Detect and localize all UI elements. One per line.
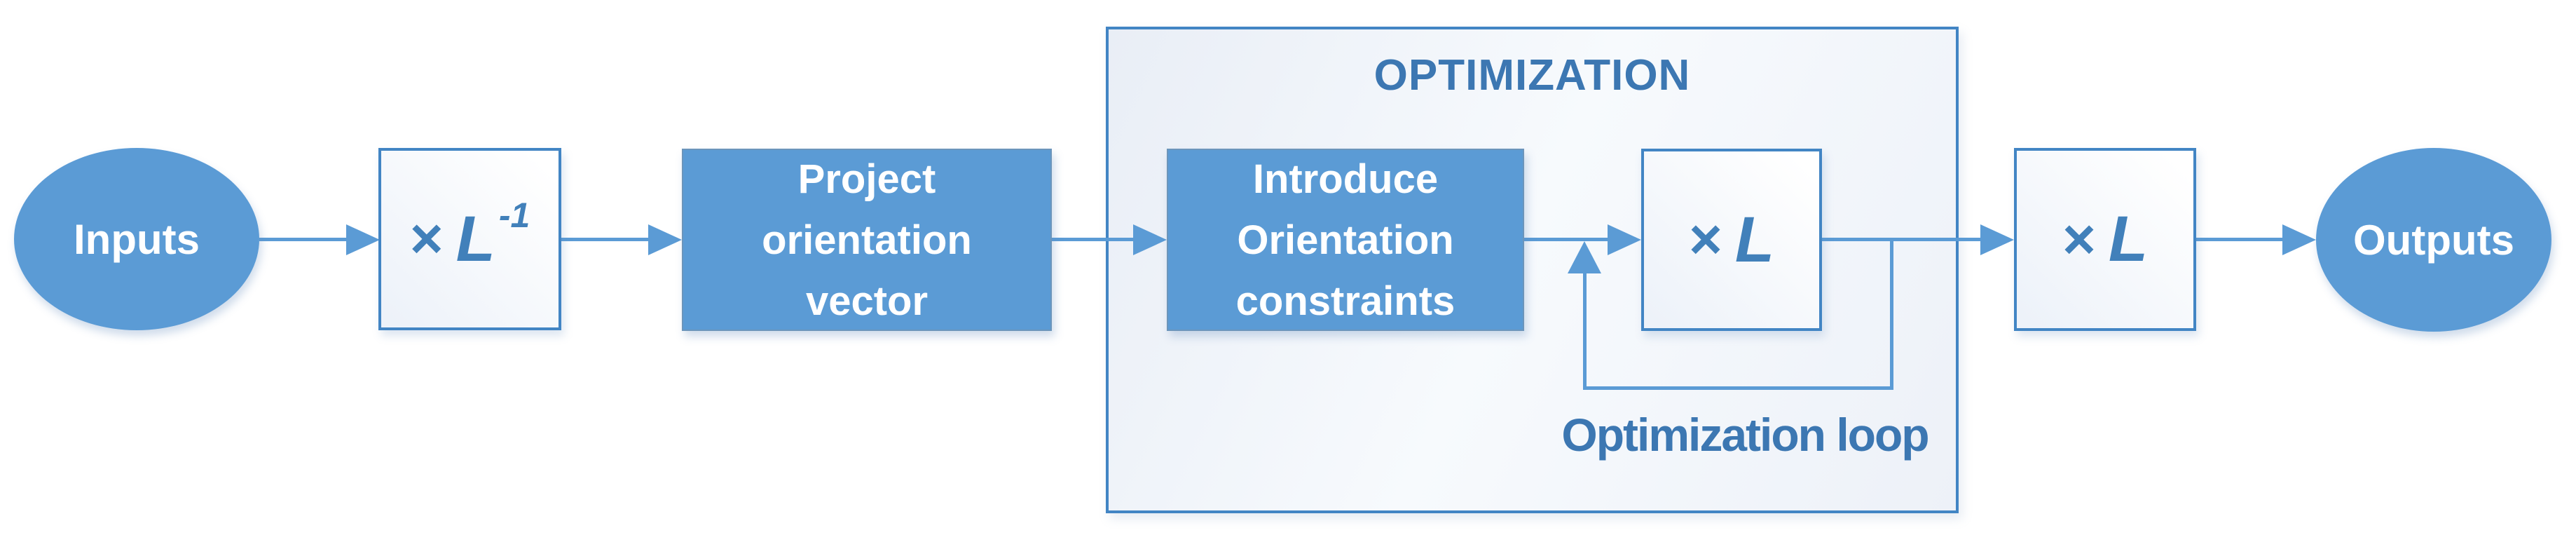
inverse-exponent: -1 bbox=[498, 196, 530, 235]
matrix-letter: L bbox=[455, 203, 495, 275]
project-line-3: vector bbox=[805, 278, 929, 324]
feedback-loop-left-segment bbox=[1583, 271, 1587, 390]
arrowhead-into-project bbox=[648, 224, 682, 255]
introduce-orientation-constraints-box: Introduce Orientation constraints bbox=[1167, 149, 1524, 331]
outputs-ellipse: Outputs bbox=[2316, 148, 2551, 332]
arrow-line-project-to-introduce bbox=[1052, 238, 1135, 241]
arrowhead-into-multiply-1 bbox=[1608, 224, 1641, 255]
matrix-letter: L bbox=[1734, 203, 1775, 276]
arrow-line-introduce-to-multiply-1 bbox=[1524, 238, 1609, 241]
feedback-loop-up-arrowhead bbox=[1568, 241, 1601, 273]
optimization-loop-label: Optimization loop bbox=[1561, 409, 1929, 461]
introduce-line-1: Introduce bbox=[1252, 156, 1439, 202]
arrow-line-multiply-inverse-to-project bbox=[561, 238, 650, 241]
arrowhead-into-multiply-inverse bbox=[346, 224, 380, 255]
inputs-ellipse: Inputs bbox=[14, 148, 259, 330]
feedback-loop-right-segment bbox=[1890, 240, 1893, 390]
outputs-label: Outputs bbox=[2353, 216, 2514, 264]
arrow-line-inputs-to-multiply-inverse bbox=[259, 238, 348, 241]
arrowhead-into-multiply-2 bbox=[1980, 224, 2014, 255]
multiply-l-box-1: × L bbox=[1641, 149, 1822, 331]
introduce-line-3: constraints bbox=[1235, 278, 1455, 324]
feedback-loop-bottom-segment bbox=[1583, 386, 1893, 390]
optimization-title: OPTIMIZATION bbox=[1373, 51, 1691, 100]
multiply-l-box-2: × L bbox=[2014, 148, 2196, 331]
arrowhead-into-outputs bbox=[2282, 224, 2316, 255]
inputs-label: Inputs bbox=[74, 215, 200, 263]
project-line-1: Project bbox=[797, 156, 936, 202]
project-line-2: orientation bbox=[762, 217, 972, 263]
arrow-line-multiply-1-to-multiply-2 bbox=[1822, 238, 1982, 241]
arrow-line-multiply-2-to-outputs bbox=[2196, 238, 2284, 241]
introduce-line-2: Orientation bbox=[1237, 217, 1454, 263]
multiply-l-inverse-box: × L -1 bbox=[378, 148, 561, 330]
multiply-sign: × bbox=[2062, 207, 2096, 271]
multiply-sign: × bbox=[1688, 208, 1722, 271]
project-orientation-vector-box: Project orientation vector bbox=[682, 149, 1052, 331]
matrix-letter: L bbox=[2108, 203, 2149, 275]
multiply-sign: × bbox=[409, 207, 444, 271]
arrowhead-into-introduce bbox=[1133, 224, 1167, 255]
